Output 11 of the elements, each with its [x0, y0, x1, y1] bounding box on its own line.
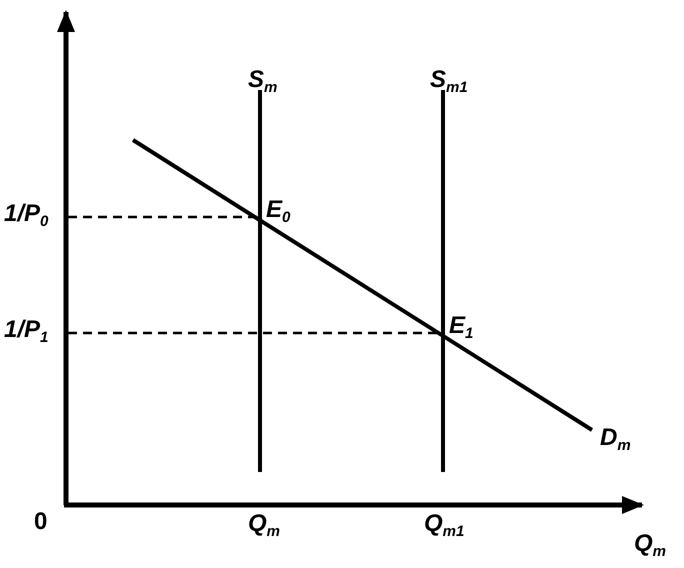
origin-label: 0 — [34, 508, 48, 536]
axis-tick-label: Q$_{m}$ — [248, 510, 280, 542]
curve-label: S$_{m}$ — [248, 66, 278, 98]
axis-title: Q$_{m}$ — [634, 530, 666, 562]
axis-tick-label: 1/P$_{0}$ — [4, 200, 48, 232]
curve-label: D$_{m}$ — [600, 424, 631, 456]
axis-tick-label: 1/P$_{1}$ — [4, 316, 48, 348]
point-label: E$_{1}$ — [449, 312, 474, 344]
axis-tick-label: Q$_{m1}$ — [424, 510, 464, 542]
point-label: E$_{0}$ — [266, 196, 290, 228]
curve-label: S$_{m1}$ — [430, 66, 468, 98]
